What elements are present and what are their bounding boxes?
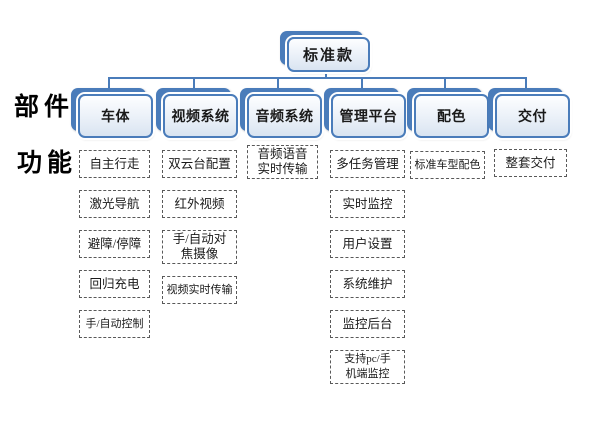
category-card-body: 车体 [71, 88, 153, 138]
feature-column-delivery: 整套交付 [494, 149, 567, 189]
row-label-parts: 部件 [14, 94, 75, 121]
feature-box: 视频实时传输 [162, 276, 237, 304]
connector-drop-5 [444, 78, 446, 89]
feature-column-management-platform: 多任务管理 实时监控 用户设置 系统维护 监控后台 支持pc/手 机端监控 [330, 150, 405, 396]
card-face: 配色 [414, 94, 489, 138]
connector-trunk [325, 70, 327, 78]
connector-drop-2 [193, 78, 195, 89]
feature-box: 手/自动对 焦摄像 [162, 230, 237, 264]
feature-box: 手/自动控制 [79, 310, 150, 338]
category-card-audio-system: 音频系统 [240, 88, 322, 138]
card-face: 车体 [78, 94, 153, 138]
card-face: 视频系统 [163, 94, 238, 138]
category-card-management-platform: 管理平台 [324, 88, 406, 138]
category-card-color-scheme: 配色 [407, 88, 489, 138]
feature-box: 标准车型配色 [410, 151, 485, 179]
feature-box: 支持pc/手 机端监控 [330, 350, 405, 384]
root-node-label: 标准款 [302, 48, 354, 64]
connector-drop-6 [525, 78, 527, 89]
feature-column-video-system: 双云台配置 红外视频 手/自动对 焦摄像 视频实时传输 [162, 150, 237, 316]
feature-box: 自主行走 [79, 150, 150, 178]
feature-box: 整套交付 [494, 149, 567, 177]
card-face: 音频系统 [247, 94, 322, 138]
category-card-delivery: 交付 [488, 88, 570, 138]
connector-horizontal [108, 77, 527, 79]
feature-column-body: 自主行走 激光导航 避障/停障 回归充电 手/自动控制 [79, 150, 150, 350]
card-face: 标准款 [287, 37, 370, 72]
feature-box: 实时监控 [330, 190, 405, 218]
connector-drop-3 [277, 78, 279, 89]
card-face: 管理平台 [331, 94, 406, 138]
category-label: 交付 [518, 110, 547, 125]
feature-box: 激光导航 [79, 190, 150, 218]
feature-box: 音频语音 实时传输 [247, 145, 318, 179]
root-node: 标准款 [280, 31, 370, 72]
category-label: 视频系统 [171, 110, 230, 125]
feature-box: 双云台配置 [162, 150, 237, 178]
feature-box: 多任务管理 [330, 150, 405, 178]
feature-box: 用户设置 [330, 230, 405, 258]
feature-box: 避障/停障 [79, 230, 150, 258]
category-label: 配色 [437, 110, 466, 125]
category-label: 管理平台 [339, 110, 398, 125]
row-label-functions: 功能 [17, 150, 78, 177]
category-label: 车体 [101, 110, 130, 125]
feature-column-audio-system: 音频语音 实时传输 [247, 145, 318, 191]
category-label: 音频系统 [255, 110, 314, 125]
connector-drop-1 [108, 78, 110, 89]
card-face: 交付 [495, 94, 570, 138]
connector-drop-4 [361, 78, 363, 89]
feature-box: 监控后台 [330, 310, 405, 338]
feature-box: 系统维护 [330, 270, 405, 298]
feature-box: 红外视频 [162, 190, 237, 218]
category-card-video-system: 视频系统 [156, 88, 238, 138]
feature-column-color-scheme: 标准车型配色 [410, 151, 485, 191]
feature-box: 回归充电 [79, 270, 150, 298]
